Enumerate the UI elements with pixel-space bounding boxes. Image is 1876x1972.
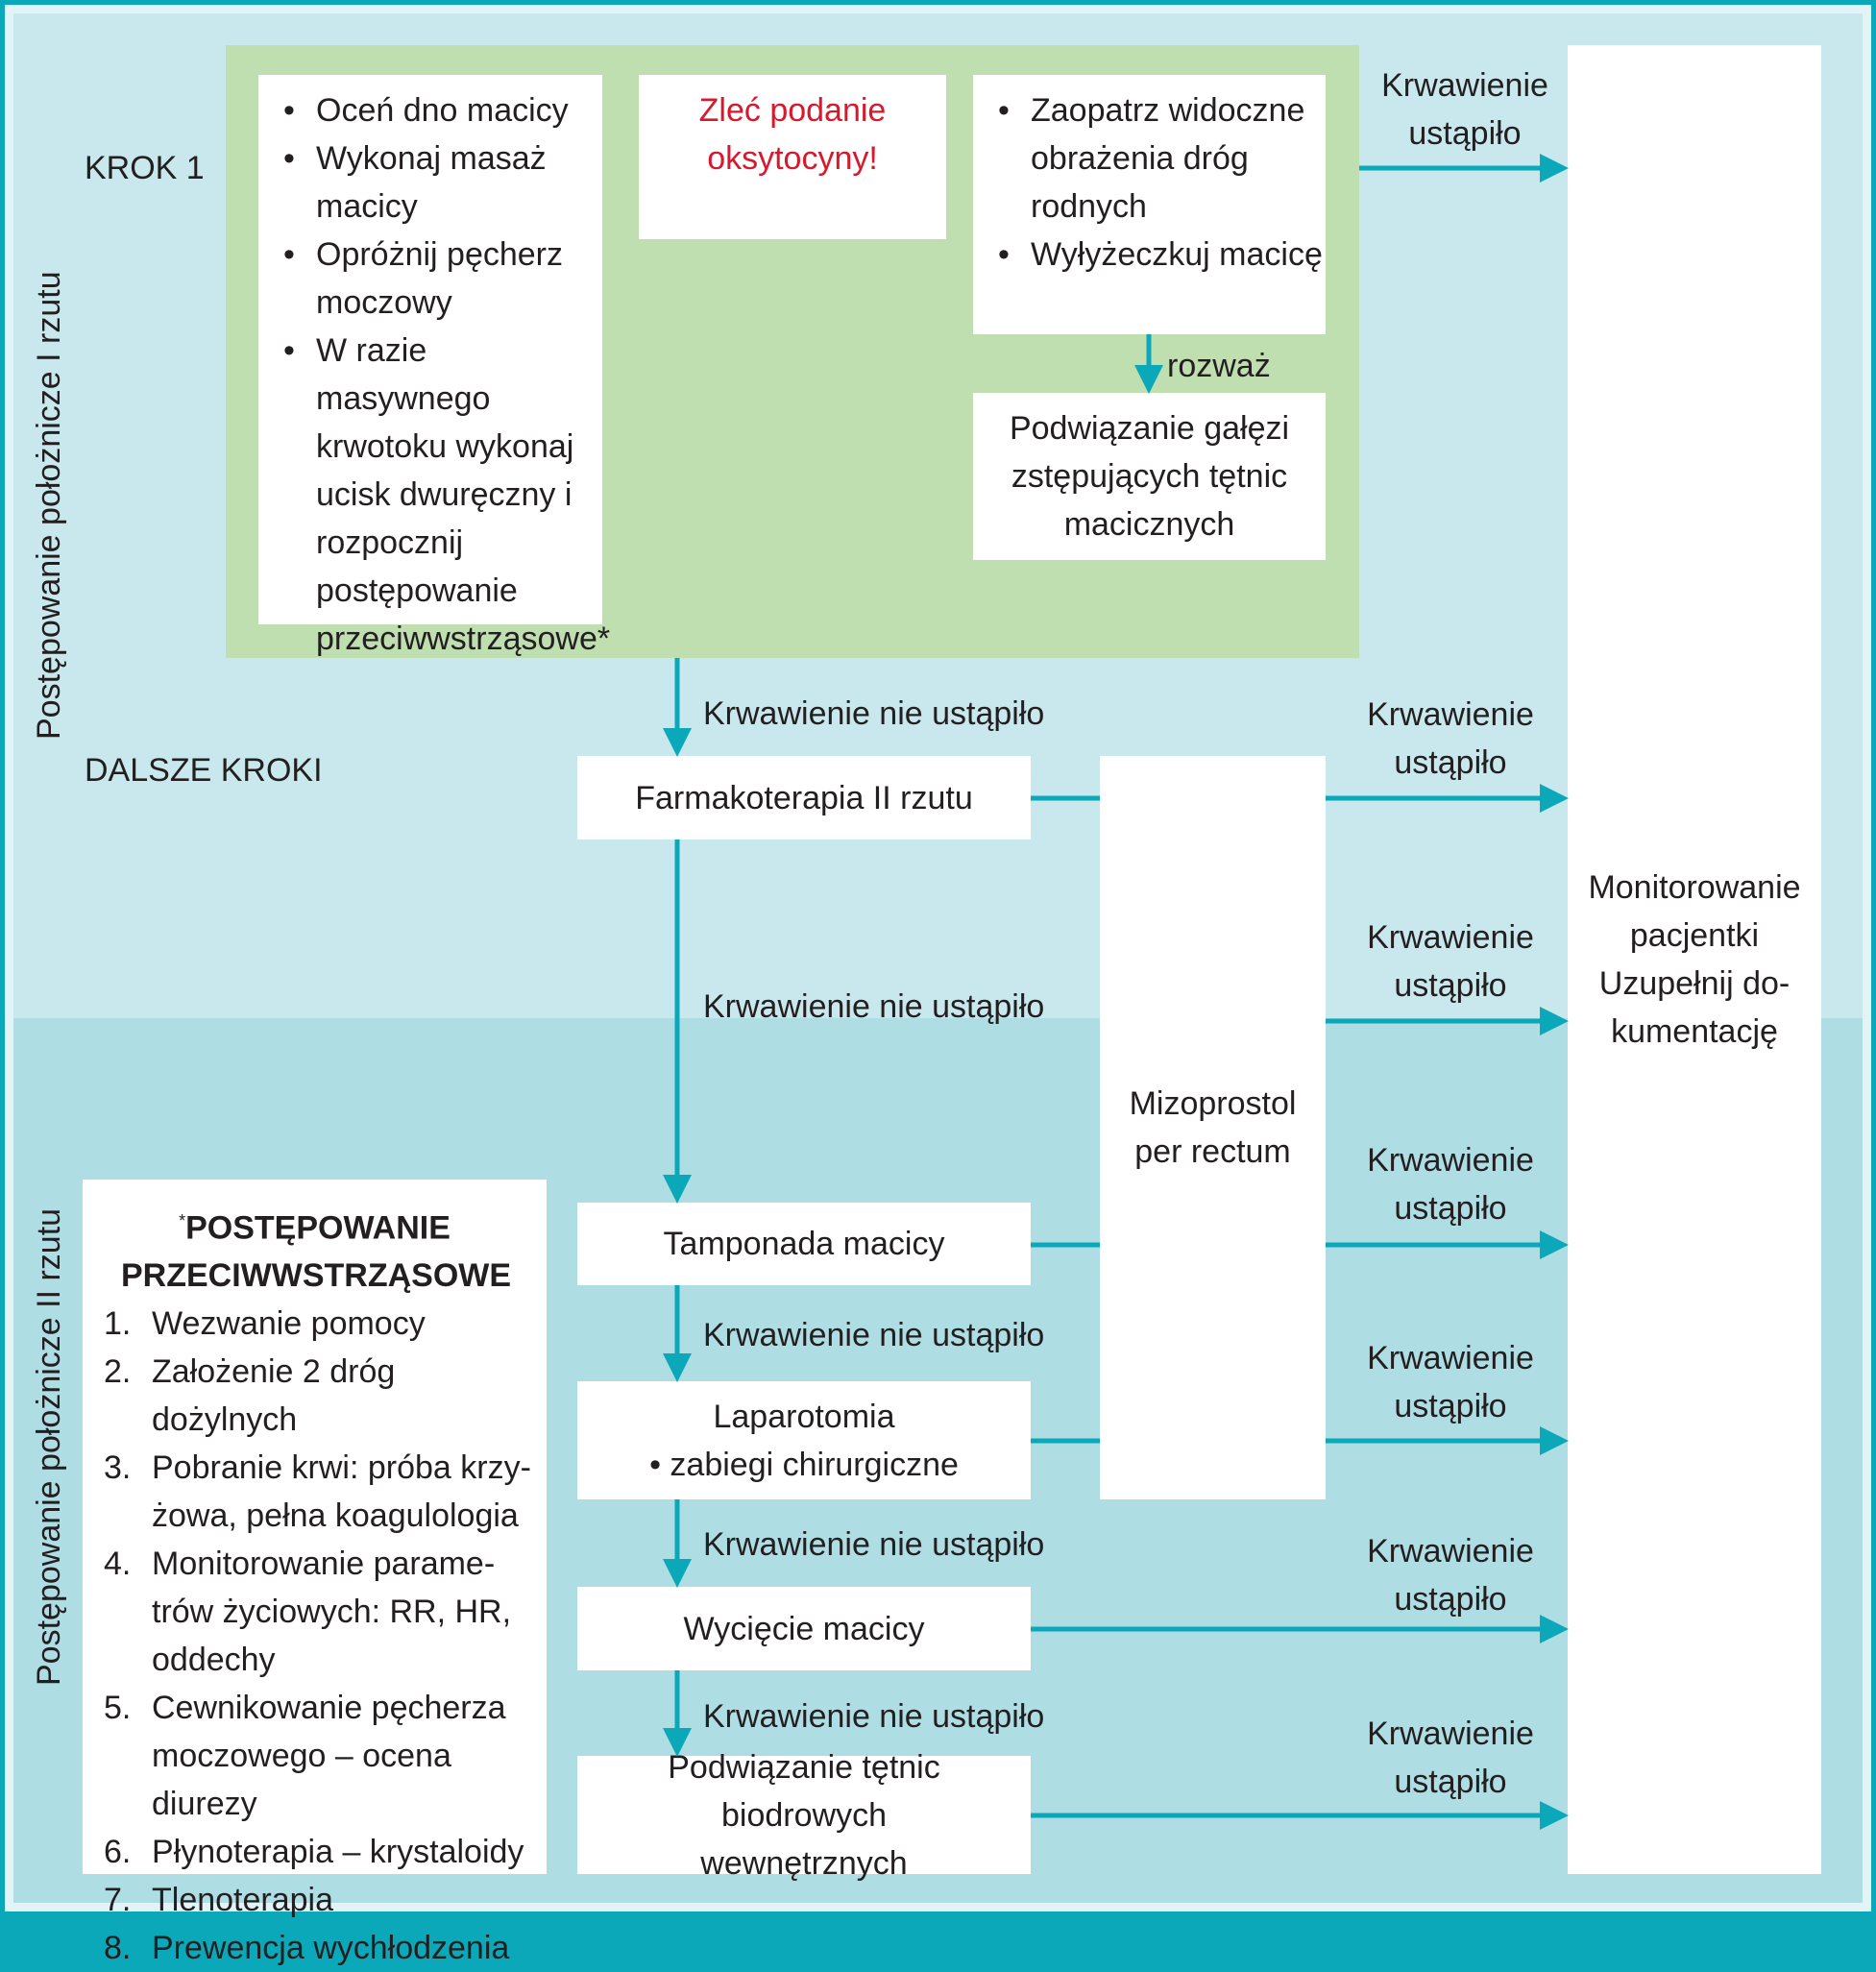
stopped-label: Krwawienie ustąpiło bbox=[1367, 1340, 1534, 1424]
laparotomy-item-text: zabiegi chirurgiczne bbox=[670, 1446, 959, 1483]
stopped-label: Krwawienie ustąpiło bbox=[1367, 696, 1534, 781]
shock-step: 3. Pobranie krwi: próba krzy-żowa, pełna … bbox=[83, 1444, 547, 1540]
next-steps-label: DALSZE KROKI bbox=[85, 752, 323, 789]
pharmacotherapy-box: Farmakoterapia II rzutu bbox=[577, 756, 1031, 840]
asterisk: * bbox=[179, 1211, 186, 1230]
shock-management-box: *POSTĘPOWANIE PRZECIWWSTRZĄSOWE 1. Wezwan… bbox=[83, 1180, 547, 1966]
tamponade-text: Tamponada macicy bbox=[663, 1226, 945, 1262]
not-stopped-label: Krwawienie nie ustąpiło bbox=[703, 1526, 1045, 1563]
iliac-ligation-box: Podwiązanie tętnic biodrowych wewnętrzny… bbox=[577, 1749, 1031, 1882]
stopped-label: Krwawienie ustąpiło bbox=[1367, 1533, 1534, 1618]
shock-step-text: Cewnikowanie pęcherza moczowego – ocena … bbox=[152, 1690, 506, 1823]
shock-step: 2. Założenie 2 dróg dożylnych bbox=[83, 1348, 547, 1444]
shock-step-text: Monitorowanie parame-trów życiowych: RR,… bbox=[152, 1546, 512, 1679]
shock-step-text: Płynoterapia – krystaloidy bbox=[152, 1834, 524, 1871]
consider-label: rozważ bbox=[1167, 348, 1271, 384]
shock-step-text: Założenie 2 dróg dożylnych bbox=[152, 1353, 396, 1439]
shock-step: 5. Cewnikowanie pęcherza moczowego – ocen… bbox=[83, 1684, 547, 1828]
hysterectomy-text: Wycięcie macicy bbox=[683, 1610, 925, 1647]
flow-arrows bbox=[663, 154, 1569, 1830]
shock-step-text: Tlenoterapia bbox=[152, 1882, 334, 1919]
shock-step-number: 6. bbox=[104, 1834, 132, 1871]
uterine-artery-ligation-box: Podwiązanie gałęzi zstępujących tętnic m… bbox=[973, 393, 1326, 560]
not-stopped-label: Krwawienie nie ustąpiło bbox=[703, 988, 1045, 1025]
shock-step-text: Pobranie krwi: próba krzy-żowa, pełna ko… bbox=[152, 1449, 531, 1535]
monitoring-text: Monitorowanie pacjentki Uzupełnij do-kum… bbox=[1588, 869, 1801, 1050]
shock-step-text: Wezwanie pomocy bbox=[152, 1305, 426, 1343]
shock-title: *POSTĘPOWANIE PRZECIWWSTRZĄSOWE bbox=[83, 1197, 547, 1300]
not-stopped-label: Krwawienie nie ustąpiło bbox=[703, 695, 1045, 732]
shock-step-number: 3. bbox=[104, 1449, 132, 1487]
laparotomy-box: Laparotomia • zabiegi chirurgiczne bbox=[577, 1381, 1031, 1499]
misoprostol-text: Mizoprostol per rectum bbox=[1129, 1085, 1297, 1170]
tamponade-box: Tamponada macicy bbox=[577, 1203, 1031, 1285]
iliac-ligation-text: Podwiązanie tętnic biodrowych wewnętrzny… bbox=[668, 1748, 940, 1882]
shock-step-number: 8. bbox=[104, 1930, 132, 1967]
laparotomy-title: Laparotomia bbox=[713, 1398, 895, 1435]
not-stopped-label: Krwawienie nie ustąpiło bbox=[703, 1317, 1045, 1353]
shock-step: 7. Tlenoterapia bbox=[83, 1876, 547, 1924]
list-item: Oceń dno macicy bbox=[258, 86, 602, 134]
oxytocin-alert-text: Zleć podanie oksytocyny! bbox=[698, 92, 887, 177]
shock-step-number: 7. bbox=[104, 1882, 132, 1919]
shock-step: 6. Płynoterapia – krystaloidy bbox=[83, 1828, 547, 1876]
shock-step-number: 1. bbox=[104, 1305, 132, 1343]
step1-label: KROK 1 bbox=[85, 150, 205, 186]
step1-actions-box: Oceń dno macicyWykonaj masaż macicyOpróż… bbox=[258, 75, 610, 657]
pharmacotherapy-text: Farmakoterapia II rzutu bbox=[635, 779, 973, 816]
stopped-label: Krwawienie ustąpiło bbox=[1381, 67, 1548, 152]
hysterectomy-box: Wycięcie macicy bbox=[577, 1587, 1031, 1670]
shock-step-number: 4. bbox=[104, 1546, 132, 1583]
list-item: Wyłyżeczkuj macicę bbox=[973, 231, 1326, 279]
misoprostol-box: Mizoprostol per rectum bbox=[1100, 756, 1326, 1499]
laparotomy-item: • zabiegi chirurgiczne bbox=[649, 1446, 959, 1483]
stopped-label: Krwawienie ustąpiło bbox=[1367, 919, 1534, 1004]
shock-step-number: 2. bbox=[104, 1353, 132, 1391]
stopped-label: Krwawienie ustąpiło bbox=[1367, 1142, 1534, 1227]
list-item: Opróżnij pęcherz moczowy bbox=[258, 231, 602, 327]
oxytocin-alert-box: Zleć podanie oksytocyny! bbox=[639, 75, 946, 239]
stopped-label: Krwawienie ustąpiło bbox=[1367, 1716, 1534, 1800]
list-item: Zaopatrz widoczne obrażenia dróg rodnych bbox=[973, 86, 1326, 231]
list-item: W razie masywnego krwotoku wykonaj ucisk… bbox=[258, 327, 610, 663]
shock-step: 4. Monitorowanie parame-trów życiowych: R… bbox=[83, 1540, 547, 1684]
shock-title-text: POSTĘPOWANIE PRZECIWWSTRZĄSOWE bbox=[121, 1209, 512, 1295]
not-stopped-label: Krwawienie nie ustąpiło bbox=[703, 1698, 1045, 1735]
step1-repair-box: Zaopatrz widoczne obrażenia dróg rodnych… bbox=[973, 75, 1326, 334]
list-item: Wykonaj masaż macicy bbox=[258, 134, 602, 231]
shock-step-number: 5. bbox=[104, 1690, 132, 1727]
shock-step: 8. Prewencja wychłodzenia bbox=[83, 1924, 547, 1972]
monitoring-box: Monitorowanie pacjentki Uzupełnij do-kum… bbox=[1568, 45, 1821, 1874]
shock-step: 1. Wezwanie pomocy bbox=[83, 1300, 547, 1348]
shock-step-text: Prewencja wychłodzenia bbox=[152, 1930, 510, 1967]
uterine-artery-ligation-text: Podwiązanie gałęzi zstępujących tętnic m… bbox=[1009, 410, 1290, 543]
